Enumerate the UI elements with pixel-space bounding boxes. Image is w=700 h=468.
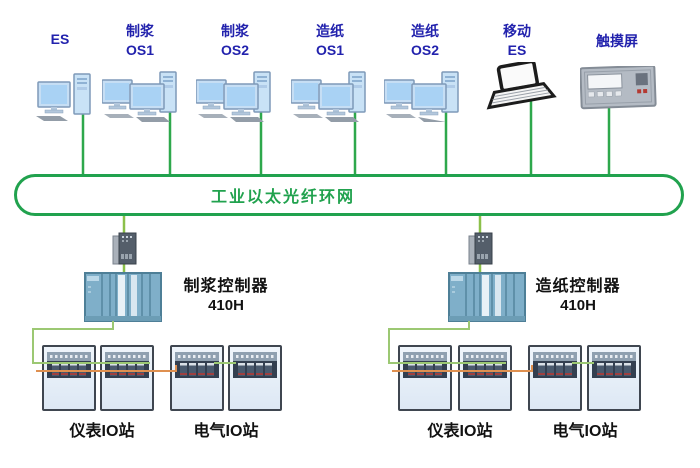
io-station-label-electrical: 电气IO站 xyxy=(552,423,618,440)
io-cabinet-icon xyxy=(587,345,641,411)
io-cabinet-icon xyxy=(398,345,452,411)
label-text: OS2 xyxy=(220,42,249,58)
ring-label: 工业以太光纤环网 xyxy=(210,189,355,206)
dual-monitor-workstation-icon xyxy=(383,70,464,129)
label-text: ES xyxy=(507,42,527,58)
io-cabinet-icon xyxy=(228,345,282,411)
workstation-label-mobile-es: 移动 ES xyxy=(487,22,547,60)
plc-rack-icon xyxy=(448,272,526,329)
controller-label-paper: 造纸控制器 410H xyxy=(514,277,642,315)
workstation-label-paper-os1: 造纸 OS1 xyxy=(300,22,360,60)
dual-monitor-workstation-icon xyxy=(195,70,276,129)
label-text: 制浆 xyxy=(221,23,249,39)
label-text: OS1 xyxy=(315,42,344,58)
io-cabinet-icon xyxy=(42,345,96,411)
workstation-label-es: ES xyxy=(30,30,90,49)
io-station-label-instrument: 仪表IO站 xyxy=(427,423,493,440)
touch-panel-icon xyxy=(579,64,658,115)
dual-monitor-workstation-icon xyxy=(101,70,182,129)
workstation-label-pulp-os1: 制浆 OS1 xyxy=(110,22,170,60)
label-text: OS1 xyxy=(125,42,154,58)
label-text: 造纸 xyxy=(316,23,344,39)
label-text: OS2 xyxy=(410,42,439,58)
io-cabinet-icon xyxy=(100,345,154,411)
io-station-label-electrical: 电气IO站 xyxy=(193,423,259,440)
label-text: 移动 xyxy=(503,23,531,39)
workstation-label-paper-os2: 造纸 OS2 xyxy=(395,22,455,60)
io-cabinet-icon xyxy=(528,345,582,411)
controller-label-pulp: 制浆控制器 410H xyxy=(162,277,290,315)
controller-name: 制浆控制器 xyxy=(183,278,269,295)
workstation-label-touch-panel: 触摸屏 xyxy=(580,32,654,51)
io-cabinet-icon xyxy=(170,345,224,411)
label-text: 触摸屏 xyxy=(596,33,638,49)
label-text: ES xyxy=(50,31,70,47)
laptop-icon xyxy=(480,59,558,119)
controller-model: 410H xyxy=(560,297,596,314)
dual-monitor-workstation-icon xyxy=(290,70,371,129)
label-text: 造纸 xyxy=(411,23,439,39)
io-station-label-instrument: 仪表IO站 xyxy=(69,423,135,440)
workstation-label-pulp-os2: 制浆 OS2 xyxy=(205,22,265,60)
io-cabinet-icon xyxy=(458,345,512,411)
desktop-workstation-icon xyxy=(36,72,98,129)
label-text: 制浆 xyxy=(126,23,154,39)
controller-model: 410H xyxy=(208,297,244,314)
ethernet-switch-icon xyxy=(112,230,138,271)
ethernet-switch-icon xyxy=(468,230,494,271)
plc-rack-icon xyxy=(84,272,162,329)
controller-name: 造纸控制器 xyxy=(535,278,621,295)
fiber-ring-network: 工业以太光纤环网 xyxy=(14,174,684,216)
